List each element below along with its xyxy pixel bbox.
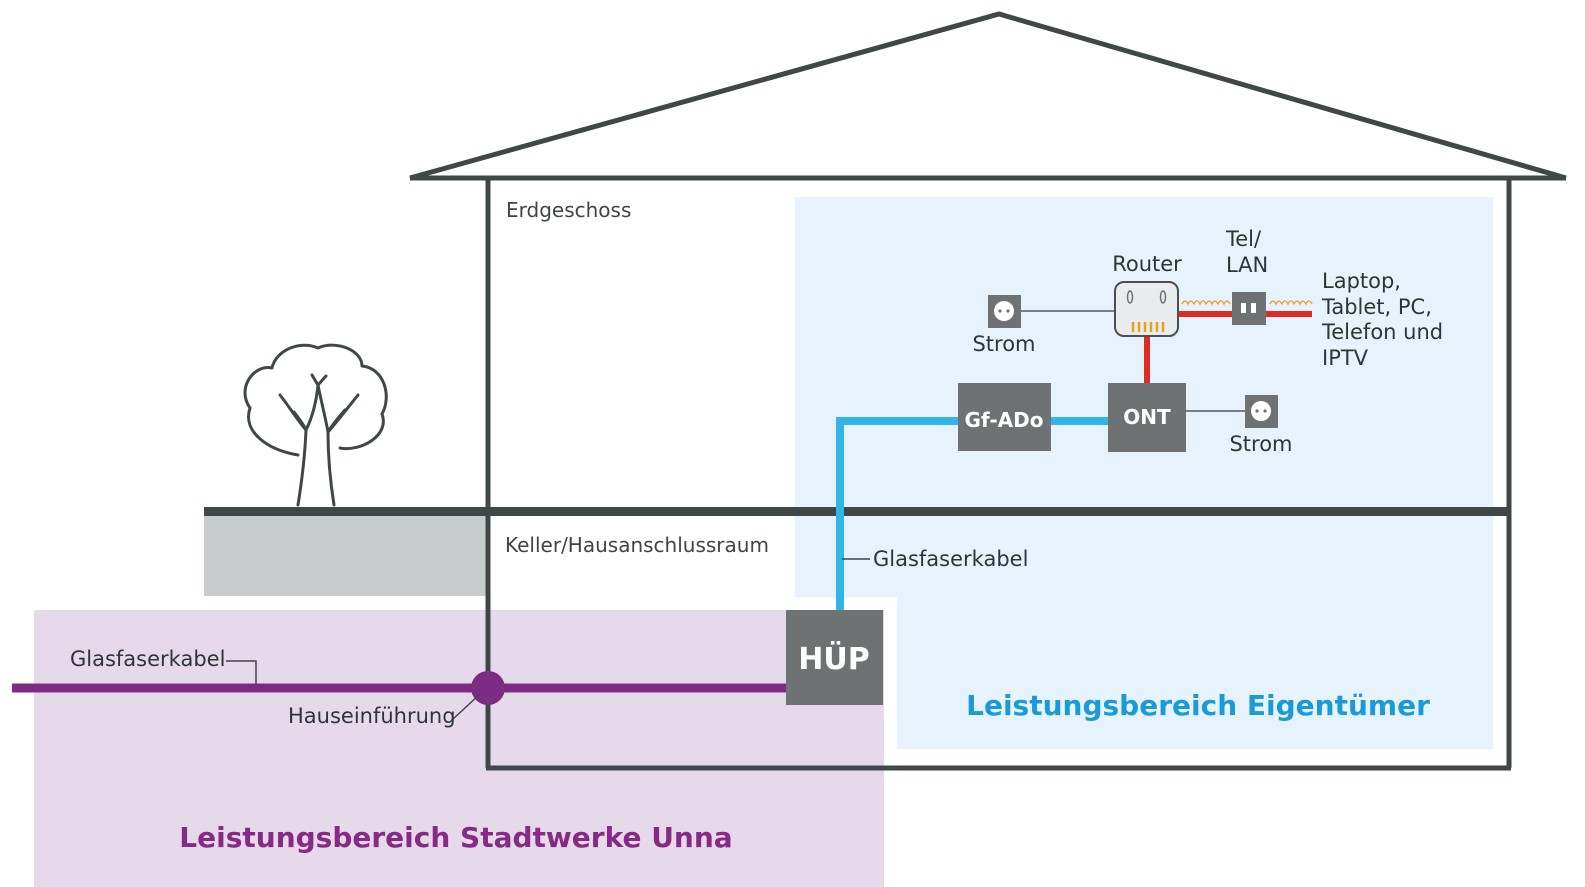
lan-red-cable <box>1144 311 1312 383</box>
provider-zone-label: Leistungsbereich Stadtwerke Unna <box>179 821 732 854</box>
fiber-blue-cable <box>836 417 1110 610</box>
end-devices-line4: IPTV <box>1322 346 1369 370</box>
basement-label: Keller/Hausanschlussraum <box>505 533 769 557</box>
hup-label: HÜP <box>798 640 869 677</box>
gf-ado-label: Gf-ADo <box>965 408 1044 432</box>
tel-lan-label-line1: Tel/ <box>1225 227 1262 251</box>
power-lines <box>1020 310 1245 412</box>
power-socket-icon <box>988 295 1021 328</box>
tree-icon <box>243 343 388 507</box>
fiber-inside-label: Glasfaserkabel <box>873 547 1028 571</box>
tel-lan-label-line2: LAN <box>1226 253 1268 277</box>
power-socket-icon <box>1245 395 1278 428</box>
router-icon <box>1114 281 1179 337</box>
wifi-coils <box>1181 300 1313 306</box>
end-devices-line3: Telefon und <box>1321 320 1443 344</box>
house-entry-point <box>471 671 505 705</box>
ground-floor-label: Erdgeschoss <box>506 198 631 222</box>
ground-soil <box>204 516 488 596</box>
router-power-label: Strom <box>972 332 1035 356</box>
hup-box: HÜP <box>786 610 883 705</box>
owner-zone-label: Leistungsbereich Eigentümer <box>966 689 1430 722</box>
provider-zone <box>34 610 884 887</box>
lan-socket-icon <box>1232 292 1266 325</box>
gf-ado-box: Gf-ADo <box>958 383 1051 451</box>
ont-power-label: Strom <box>1229 432 1292 456</box>
end-devices-line1: Laptop, <box>1322 269 1401 293</box>
ont-label: ONT <box>1123 405 1171 429</box>
fiber-outside-label: Glasfaserkabel <box>70 647 225 671</box>
leader-lines <box>226 558 870 721</box>
end-devices-line2: Tablet, PC, <box>1321 295 1432 319</box>
house-entry-label: Hauseinführung <box>288 704 456 728</box>
ont-box: ONT <box>1108 383 1186 452</box>
house-outline <box>409 11 1567 771</box>
router-label: Router <box>1112 252 1182 276</box>
ground-line <box>204 507 1510 516</box>
